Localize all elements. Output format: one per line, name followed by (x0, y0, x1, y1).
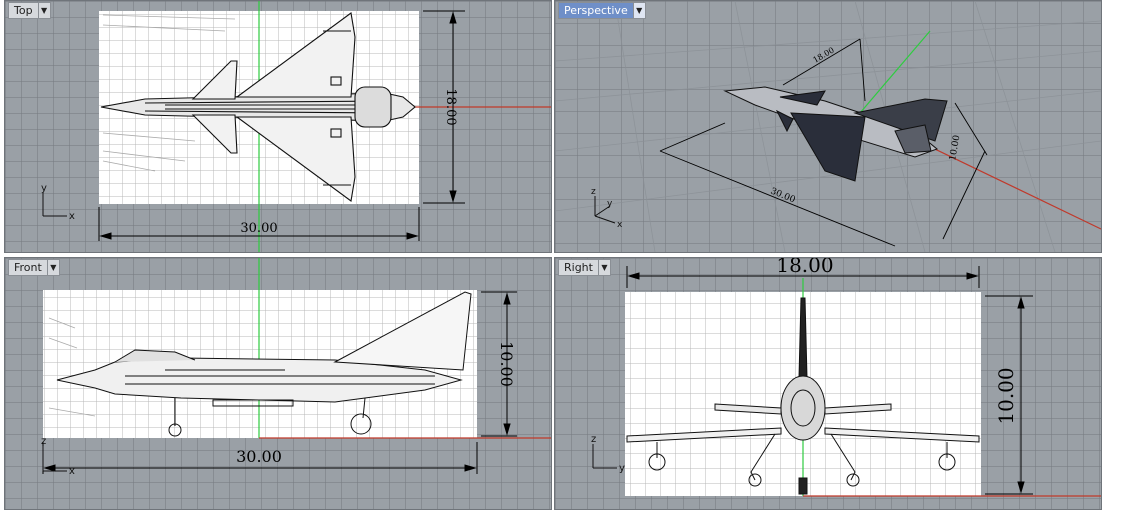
viewport-tab-perspective[interactable]: Perspective ▼ (558, 2, 646, 19)
dimension-label-10-perspective: 10.00 (948, 134, 962, 161)
viewport-tab-right[interactable]: Right ▼ (558, 259, 611, 276)
top-view-canvas: 18.00 30.00 y x (41, 1, 551, 252)
dimension-label-18-perspective: 18.00 (812, 45, 836, 64)
axis-label-z: z (41, 436, 46, 447)
dimension-18-top (423, 10, 465, 204)
chevron-down-icon[interactable]: ▼ (632, 3, 645, 18)
axis-label-y: y (41, 183, 47, 194)
axis-label-y: y (619, 463, 625, 474)
dimension-lines-perspective (659, 38, 988, 247)
dimension-label-18-top: 18.00 (443, 88, 458, 125)
axis-label-z: z (591, 187, 596, 197)
viewport-title-perspective: Perspective (559, 3, 633, 18)
axis-gizmo-perspective (594, 196, 616, 224)
axis-label-z: z (591, 434, 596, 445)
viewport-right[interactable]: Right ▼ (554, 257, 1102, 510)
dimension-label-10-right: 10.00 (994, 367, 1018, 424)
chevron-down-icon[interactable]: ▼ (597, 260, 610, 275)
viewport-front[interactable]: Front ▼ (4, 257, 552, 510)
viewport-tab-front[interactable]: Front ▼ (8, 259, 60, 276)
aircraft-perspective-view (723, 86, 948, 182)
dimension-10-right (985, 295, 1033, 495)
aircraft-top-view (100, 12, 416, 202)
aircraft-right-view (626, 297, 980, 495)
viewport-title-top: Top (14, 4, 33, 17)
viewport-title-front: Front (14, 261, 42, 274)
viewport-top[interactable]: Top ▼ (4, 0, 552, 253)
y-axis-line (859, 30, 931, 114)
dimension-label-10-front: 10.00 (497, 341, 516, 387)
viewport-perspective[interactable]: Perspective ▼ (554, 0, 1102, 253)
axis-label-x: x (69, 466, 75, 477)
dimension-30-front (42, 442, 478, 474)
axis-label-x: x (69, 211, 75, 222)
front-view-canvas: 10.00 30.00 z x (41, 258, 551, 477)
dimension-label-30-top: 30.00 (240, 221, 277, 236)
dimension-30-top (98, 207, 420, 241)
axis-label-x: x (617, 220, 623, 230)
chevron-down-icon[interactable]: ▼ (46, 260, 59, 275)
axis-gizmo-front (42, 446, 67, 472)
dimension-18-right (626, 266, 980, 288)
perspective-view-canvas: 30.00 18.00 10.00 z y x (555, 1, 1101, 252)
axis-label-y: y (607, 199, 613, 209)
chevron-down-icon[interactable]: ▼ (37, 3, 50, 18)
dimension-label-18-right: 18.00 (776, 258, 833, 277)
axis-gizmo-top (42, 193, 67, 217)
axis-gizmo-right (592, 444, 617, 469)
right-view-canvas: 18.00 10.00 z y (591, 258, 1101, 497)
dimension-label-30-front: 30.00 (236, 447, 282, 466)
viewport-tab-top[interactable]: Top ▼ (8, 2, 51, 19)
dimension-10-front (481, 291, 517, 437)
aircraft-front-view (48, 291, 472, 437)
viewport-title-right: Right (564, 261, 593, 274)
dimension-label-30-perspective: 30.00 (769, 187, 797, 206)
